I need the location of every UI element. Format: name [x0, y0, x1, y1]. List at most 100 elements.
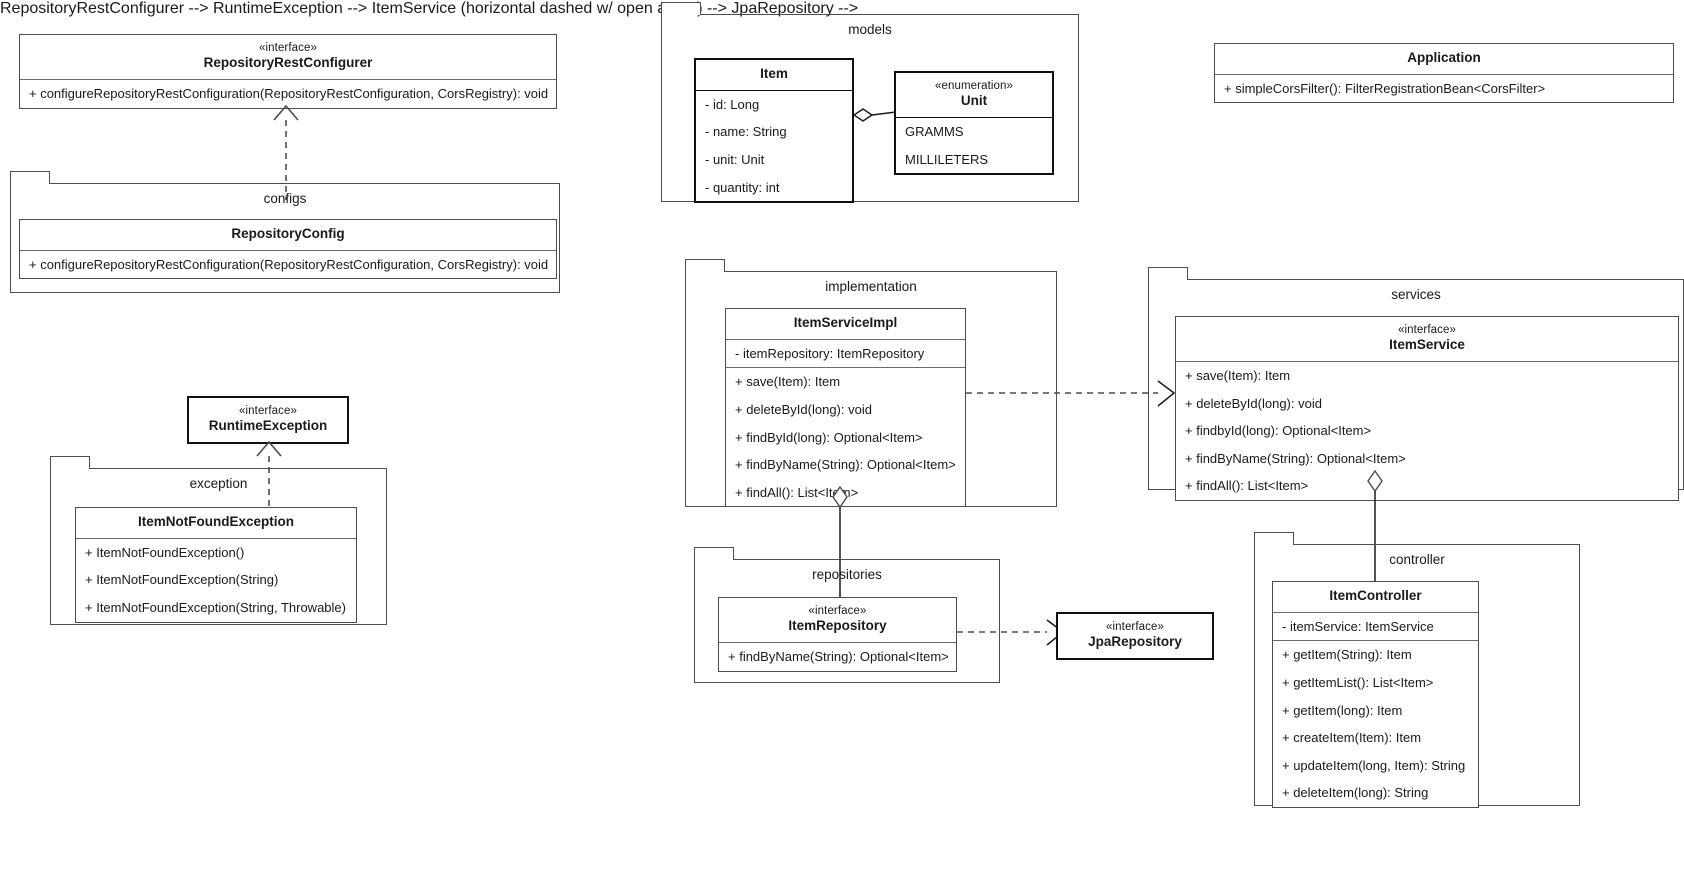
method-row: + findbyId(long): Optional<Item>: [1185, 423, 1372, 439]
method-row: + findAll(): List<Item>: [735, 484, 859, 500]
class-header: ItemServiceImpl: [726, 309, 965, 340]
stereotype-label: «interface»: [808, 605, 867, 617]
stereotype-label: «interface»: [259, 42, 317, 54]
class-item[interactable]: Item - id: Long - name: String - unit: U…: [694, 58, 854, 204]
realization-itemrepository-to-jparepository: [957, 618, 1065, 648]
package-tab-icon: [693, 547, 734, 560]
class-repository-config[interactable]: RepositoryConfig + configureRepositoryRe…: [19, 219, 557, 280]
package-tab-icon: [1253, 532, 1294, 545]
package-title: services: [1391, 287, 1441, 302]
package-configs[interactable]: configs: [9, 171, 560, 293]
class-item-service[interactable]: «interface» ItemService + save(Item): It…: [1175, 316, 1679, 501]
class-attributes-section: - itemRepository: ItemRepository: [726, 340, 965, 368]
class-unit-enumeration[interactable]: «enumeration» Unit GRAMMS MILLILETERS: [894, 71, 1054, 176]
class-name: Item: [760, 66, 788, 81]
package-title: exception: [189, 476, 248, 491]
package-models[interactable]: models: [660, 2, 1079, 202]
method-row: + findById(long): Optional<Item>: [735, 429, 923, 445]
method-row: + ItemNotFoundException(): [85, 544, 245, 560]
class-header: «interface» ItemService: [1176, 317, 1678, 363]
class-name: RuntimeException: [208, 418, 328, 434]
method-row: + getItem(String): Item: [1282, 647, 1412, 663]
class-jpa-repository[interactable]: «interface» JpaRepository: [1056, 612, 1214, 661]
method-row: + findAll(): List<Item>: [1185, 478, 1309, 494]
method-row: + getItemList(): List<Item>: [1282, 674, 1434, 690]
class-item-repository[interactable]: «interface» ItemRepository + findByName(…: [718, 597, 957, 672]
method-row: + ItemNotFoundException(String, Throwabl…: [85, 599, 346, 615]
package-title: implementation: [825, 279, 917, 294]
class-name: ItemController: [1329, 588, 1422, 603]
aggregation-item-to-unit: [852, 100, 898, 130]
package-title: repositories: [812, 567, 882, 582]
class-attributes-section: - id: Long - name: String - unit: Unit -…: [696, 91, 852, 201]
enum-literal-row: MILLILETERS: [905, 151, 989, 167]
method-row: + save(Item): Item: [735, 374, 841, 390]
class-name: ItemRepository: [788, 618, 887, 634]
class-methods-section: + findByName(String): Optional<Item>: [719, 643, 956, 671]
attribute-row: - id: Long: [705, 96, 760, 112]
class-name: RepositoryConfig: [231, 226, 345, 241]
class-header: «interface» ItemRepository: [719, 598, 956, 644]
enum-literal-row: GRAMMS: [905, 124, 964, 140]
class-repository-rest-configurer[interactable]: «interface» RepositoryRestConfigurer + c…: [19, 34, 557, 109]
class-runtime-exception[interactable]: «interface» RuntimeException: [187, 396, 349, 445]
stereotype-label: «interface»: [239, 405, 297, 417]
package-tab-icon: [684, 259, 725, 272]
method-row: + configureRepositoryRestConfiguration(R…: [29, 86, 549, 102]
class-header: «interface» RepositoryRestConfigurer: [20, 35, 556, 81]
class-name: JpaRepository: [1088, 634, 1182, 650]
attribute-row: - name: String: [705, 124, 787, 140]
attribute-row: - quantity: int: [705, 179, 780, 195]
method-row: + findByName(String): Optional<Item>: [728, 649, 949, 665]
method-row: + deleteById(long): void: [735, 401, 872, 417]
class-header: ItemController: [1273, 582, 1478, 613]
stereotype-label: «enumeration»: [934, 80, 1014, 92]
method-row: + deleteById(long): void: [1185, 395, 1322, 411]
class-header: «interface» JpaRepository: [1058, 614, 1212, 658]
method-row: + ItemNotFoundException(String): [85, 572, 279, 588]
method-row: + configureRepositoryRestConfiguration(R…: [29, 256, 549, 272]
class-application[interactable]: Application + simpleCorsFilter(): Filter…: [1214, 43, 1674, 104]
class-methods-section: + configureRepositoryRestConfiguration(R…: [20, 80, 556, 108]
method-row: + save(Item): Item: [1185, 368, 1291, 384]
package-tab-icon: [9, 171, 50, 184]
stereotype-label: «interface»: [1398, 324, 1456, 336]
enum-literals-section: GRAMMS MILLILETERS: [896, 118, 1052, 173]
class-name: Application: [1407, 50, 1481, 65]
class-header: ItemNotFoundException: [76, 508, 356, 539]
method-row: + getItem(long): Item: [1282, 702, 1403, 718]
class-name: Unit: [960, 93, 988, 109]
class-name: ItemService: [1389, 337, 1465, 353]
package-title: configs: [263, 191, 307, 206]
class-methods-section: + configureRepositoryRestConfiguration(R…: [20, 251, 556, 279]
package-tab-icon: [49, 456, 90, 469]
class-name: ItemNotFoundException: [138, 514, 294, 529]
class-header: «enumeration» Unit: [896, 73, 1052, 119]
class-header: Application: [1215, 44, 1673, 75]
class-item-not-found-exception[interactable]: ItemNotFoundException + ItemNotFoundExce…: [75, 507, 357, 623]
package-tab-icon: [660, 2, 701, 15]
class-methods-section: + getItem(String): Item + getItemList():…: [1273, 640, 1478, 806]
attribute-row: - unit: Unit: [705, 151, 765, 167]
class-methods-section: + simpleCorsFilter(): FilterRegistration…: [1215, 75, 1673, 103]
class-methods-section: + save(Item): Item + deleteById(long): v…: [1176, 362, 1678, 500]
attribute-row: - itemRepository: ItemRepository: [735, 345, 925, 361]
package-exception[interactable]: exception: [49, 456, 387, 625]
class-header: RepositoryConfig: [20, 220, 556, 251]
method-row: + createItem(Item): Item: [1282, 730, 1422, 746]
class-item-service-impl[interactable]: ItemServiceImpl - itemRepository: ItemRe…: [725, 308, 966, 508]
method-row: + simpleCorsFilter(): FilterRegistration…: [1224, 80, 1546, 96]
realization-repositoryconfig-to-repositoryrestconfigurer: [265, 100, 307, 200]
class-header: «interface» RuntimeException: [189, 398, 347, 442]
package-tab-icon: [1147, 267, 1188, 280]
class-item-controller[interactable]: ItemController - itemService: ItemServic…: [1272, 581, 1479, 808]
package-title: controller: [1389, 552, 1445, 567]
class-name: ItemServiceImpl: [793, 315, 898, 330]
class-methods-section: + save(Item): Item + deleteById(long): v…: [726, 367, 965, 506]
method-row: + updateItem(long, Item): String: [1282, 757, 1466, 773]
method-row: + findByName(String): Optional<Item>: [735, 457, 956, 473]
method-row: + findByName(String): Optional<Item>: [1185, 450, 1406, 466]
package-repositories[interactable]: repositories: [693, 547, 1000, 683]
class-attributes-section: - itemService: ItemService: [1273, 613, 1478, 641]
